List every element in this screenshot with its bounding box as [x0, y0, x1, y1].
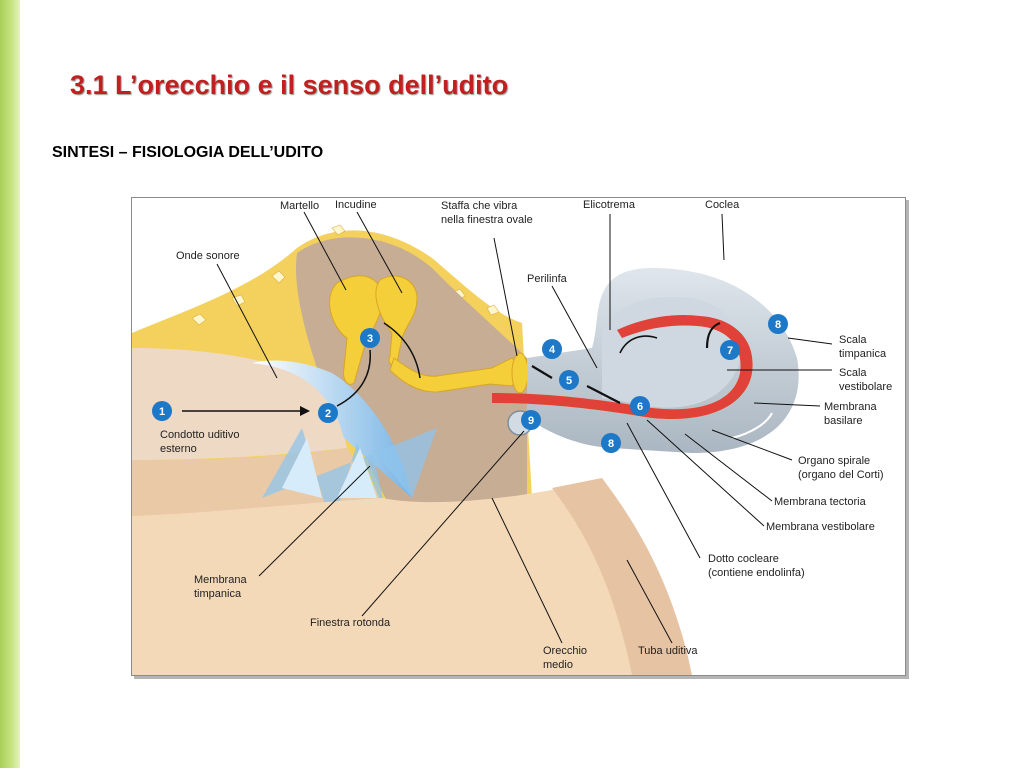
label-staffa-1: Staffa che vibra	[441, 200, 518, 212]
label-scala-vestibolare-1: Scala	[839, 367, 867, 379]
wave-arrow-top	[721, 275, 783, 317]
label-scala-timpanica-1: Scala	[839, 334, 867, 346]
wave-arrow-bottom	[731, 412, 773, 439]
label-condotto-1: Condotto uditivo	[160, 429, 240, 441]
label-tuba-uditiva: Tuba uditiva	[638, 645, 698, 657]
ear-diagram-frame: 1 2 3 4 5 6 7 8 8 9 Martello Incudine St…	[131, 197, 906, 676]
step-badge-8-bottom: 8	[601, 433, 621, 453]
side-accent-bar	[0, 0, 20, 768]
label-incudine: Incudine	[335, 199, 377, 211]
label-elicotrema: Elicotrema	[583, 199, 636, 211]
label-martello: Martello	[280, 200, 319, 212]
leader-dotto-cocleare	[626, 422, 701, 559]
step-badge-8-top: 8	[768, 314, 788, 334]
leader-orecchio-medio	[491, 497, 563, 644]
slide-subtitle: SINTESI – FISIOLOGIA DELL’UDITO	[52, 144, 324, 161]
flow-arrow-elicotrema	[619, 335, 658, 354]
external-canal	[132, 348, 347, 460]
label-coclea: Coclea	[705, 199, 740, 211]
step-badge-7: 7	[720, 340, 740, 360]
step-badge-4: 4	[542, 339, 562, 359]
label-membrana-timpanica-2: timpanica	[194, 588, 242, 600]
svg-text:2: 2	[325, 408, 331, 420]
label-finestra-rotonda: Finestra rotonda	[310, 617, 391, 629]
label-scala-vestibolare-2: vestibolare	[839, 381, 892, 393]
label-scala-timpanica-2: timpanica	[839, 348, 887, 360]
step-badge-6: 6	[630, 396, 650, 416]
label-membrana-tectoria: Membrana tectoria	[774, 496, 867, 508]
svg-text:8: 8	[775, 319, 781, 331]
oval-window	[511, 352, 529, 394]
label-organo-spirale-1: Organo spirale	[798, 455, 870, 467]
svg-text:5: 5	[566, 375, 572, 387]
svg-text:4: 4	[549, 344, 556, 356]
flow-arrow-45	[531, 365, 553, 379]
leader-coclea	[721, 213, 725, 261]
svg-text:1: 1	[159, 406, 165, 418]
leader-martello	[303, 211, 347, 291]
leader-membrana-vestibolare	[646, 419, 765, 527]
svg-text:3: 3	[367, 333, 373, 345]
leader-membrana-tectoria	[684, 433, 773, 502]
label-organo-spirale-2: (organo del Corti)	[798, 469, 884, 481]
cochlear-duct	[492, 314, 753, 420]
flow-arrow-34	[383, 322, 421, 379]
step-badge-5: 5	[559, 370, 579, 390]
step-badge-3: 3	[360, 328, 380, 348]
leader-onde-sonore	[216, 263, 278, 379]
leader-membrana-basilare	[753, 402, 821, 407]
flow-arrow-67	[705, 321, 721, 349]
flow-arrow-56	[586, 385, 621, 404]
label-membrana-basilare-1: Membrana	[824, 401, 877, 413]
label-orecchio-medio-1: Orecchio	[543, 645, 587, 657]
leader-incudine	[356, 211, 403, 294]
label-orecchio-medio-2: medio	[543, 659, 573, 671]
ear-diagram: 1 2 3 4 5 6 7 8 8 9 Martello Incudine St…	[132, 199, 892, 675]
step-badge-2: 2	[318, 403, 338, 423]
svg-text:8: 8	[608, 438, 614, 450]
label-dotto-cocleare-1: Dotto cocleare	[708, 553, 779, 565]
label-membrana-vestibolare: Membrana vestibolare	[766, 521, 875, 533]
malleus	[329, 275, 383, 385]
label-onde-sonore: Onde sonore	[176, 250, 240, 262]
leader-finestra-rotonda	[361, 430, 525, 617]
leader-membrana-timpanica	[258, 465, 371, 577]
label-condotto-2: esterno	[160, 443, 197, 455]
label-membrana-basilare-2: basilare	[824, 415, 863, 427]
eustachian-tube	[552, 478, 692, 675]
flow-arrow-1-head	[300, 406, 310, 416]
label-membrana-timpanica-1: Membrana	[194, 574, 247, 586]
slide-title: 3.1 L’orecchio e il senso dell’udito	[70, 70, 509, 100]
leader-scala-timpanica	[787, 337, 833, 345]
svg-text:6: 6	[637, 401, 643, 413]
external-canal-floor	[132, 448, 382, 516]
svg-text:9: 9	[528, 415, 534, 427]
step-badge-1: 1	[152, 401, 172, 421]
leader-staffa	[493, 237, 518, 357]
leader-organo-spirale	[711, 429, 793, 461]
leader-tuba-uditiva	[626, 559, 673, 644]
tympanic-membrane	[252, 360, 412, 498]
label-staffa-2: nella finestra ovale	[441, 214, 533, 226]
label-perilinfa: Perilinfa	[527, 273, 568, 285]
leader-perilinfa	[551, 285, 598, 369]
svg-text:7: 7	[727, 345, 733, 357]
label-dotto-cocleare-2: (contiene endolinfa)	[708, 567, 805, 579]
step-badge-9: 9	[521, 410, 541, 430]
flow-arrow-23	[336, 349, 371, 407]
